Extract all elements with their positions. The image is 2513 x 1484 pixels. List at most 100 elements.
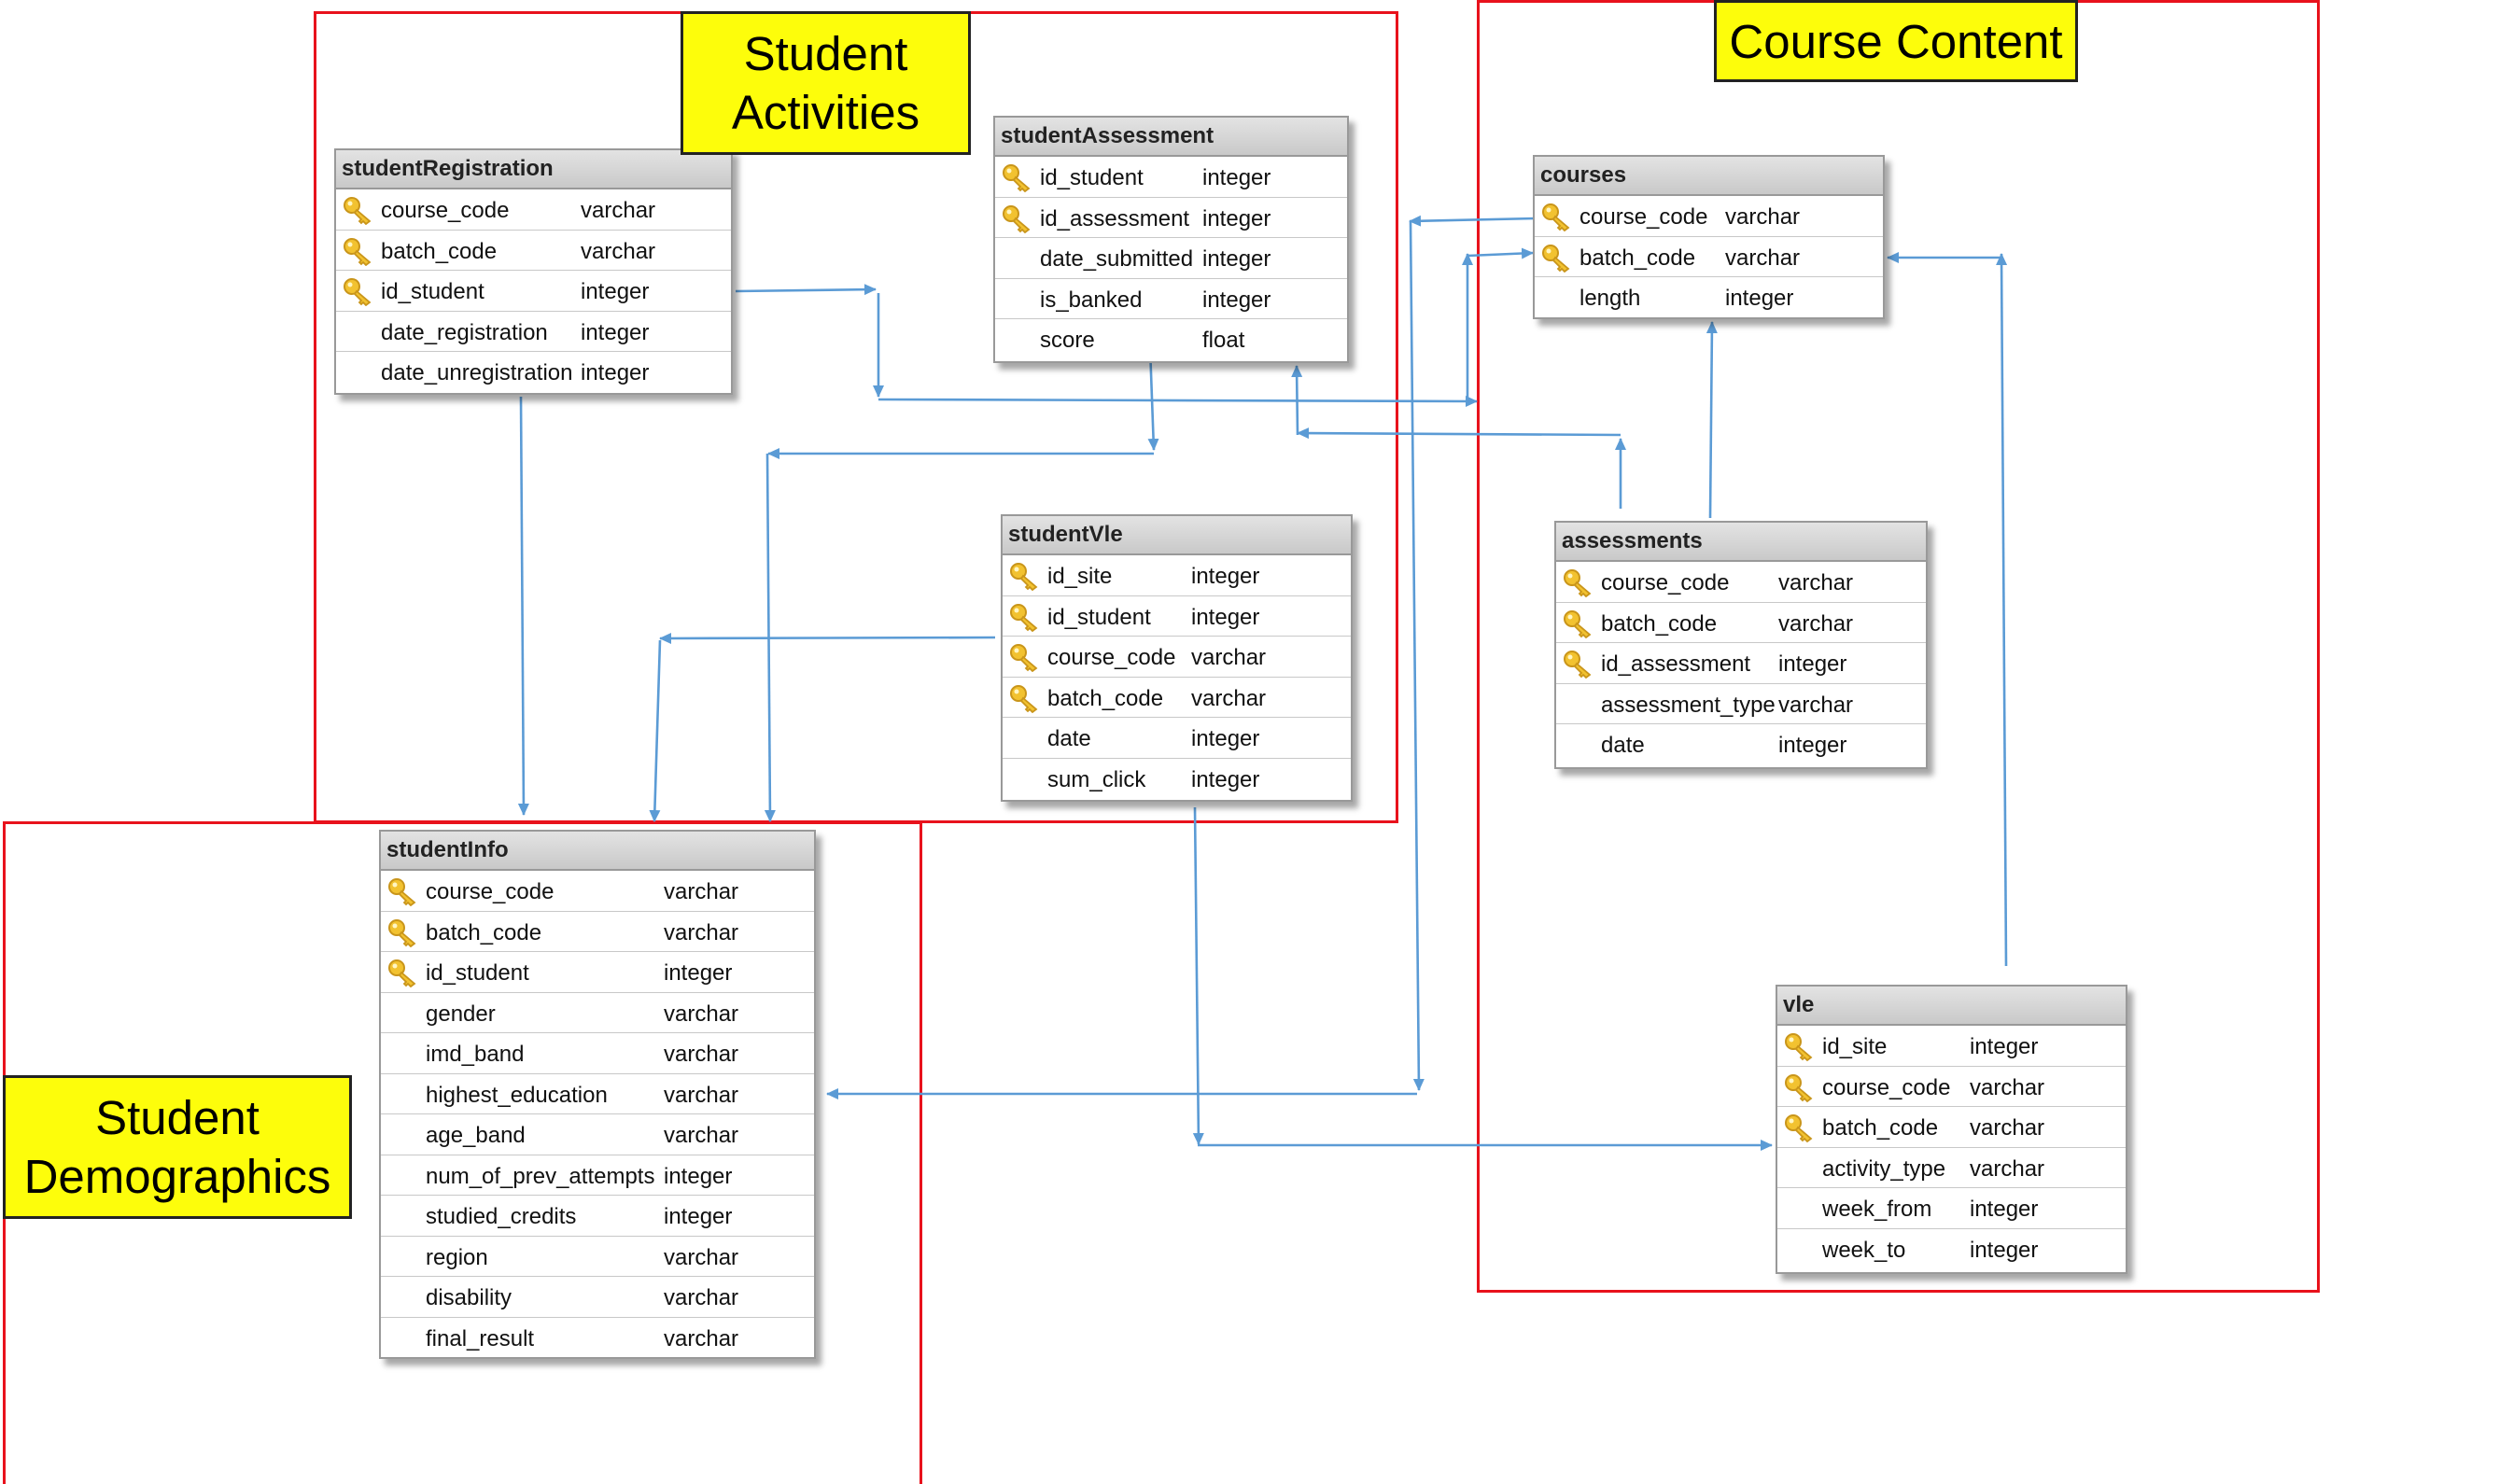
column-name: studied_credits bbox=[426, 1204, 577, 1229]
column-type: integer bbox=[1202, 205, 1271, 231]
column-type: integer bbox=[1202, 165, 1271, 190]
primary-key-icon bbox=[1008, 683, 1040, 713]
column-name: batch_code bbox=[426, 919, 542, 945]
primary-key-icon bbox=[1783, 1031, 1815, 1062]
column-type: integer bbox=[1191, 564, 1260, 589]
assessments-title: assessments bbox=[1556, 523, 1926, 562]
column-name: score bbox=[1040, 328, 1095, 353]
primary-key-icon bbox=[1562, 609, 1593, 638]
connector-registration-courses bbox=[877, 395, 1478, 407]
column-type: varchar bbox=[1970, 1155, 2045, 1182]
column-type: integer bbox=[581, 360, 650, 385]
primary-key-icon bbox=[1540, 202, 1572, 232]
studentInfo-row-studied_credits: studied_credits integer bbox=[381, 1196, 814, 1237]
column-type: integer bbox=[1191, 726, 1260, 751]
connector-into-courses bbox=[1467, 247, 1534, 259]
column-name: id_student bbox=[1040, 165, 1144, 190]
primary-key-icon bbox=[386, 917, 418, 947]
primary-key-icon bbox=[1562, 649, 1593, 679]
column-type: varchar bbox=[1778, 570, 1854, 595]
column-type: integer bbox=[1202, 287, 1271, 313]
connector-courses-left bbox=[1409, 215, 1537, 227]
vle-row-course_code: course_code varchar bbox=[1777, 1067, 2126, 1107]
column-type: integer bbox=[581, 279, 650, 304]
column-type: integer bbox=[581, 319, 650, 345]
column-type: integer bbox=[1970, 1034, 2039, 1059]
column-name: sum_click bbox=[1047, 766, 1146, 792]
column-type: varchar bbox=[664, 1244, 739, 1270]
primary-key-icon bbox=[386, 876, 418, 907]
connector-svle-down bbox=[1192, 806, 1204, 1145]
column-name: highest_education bbox=[426, 1082, 608, 1108]
studentInfo-row-batch_code: batch_code varchar bbox=[381, 912, 814, 952]
connector-vle-up bbox=[1996, 253, 2008, 967]
connector-assessment-down bbox=[1147, 346, 1159, 451]
primary-key-icon bbox=[1783, 1072, 1815, 1102]
connector-vle-info bbox=[649, 639, 662, 822]
column-type: varchar bbox=[581, 198, 656, 223]
primary-key-icon bbox=[1008, 561, 1040, 592]
column-type: varchar bbox=[1725, 204, 1801, 230]
column-name: gender bbox=[426, 1001, 496, 1027]
column-type: varchar bbox=[664, 1082, 739, 1108]
student-activities-label: Student Activities bbox=[681, 11, 971, 155]
column-name: course_code bbox=[1822, 1074, 1951, 1100]
column-type: varchar bbox=[664, 919, 739, 945]
column-name: week_from bbox=[1822, 1197, 1932, 1222]
column-type: integer bbox=[1970, 1197, 2039, 1222]
primary-key-icon bbox=[1783, 1113, 1815, 1143]
column-type: integer bbox=[1725, 286, 1794, 311]
column-type: varchar bbox=[1970, 1115, 2045, 1141]
column-name: course_code bbox=[381, 198, 510, 223]
studentRegistration-title: studentRegistration bbox=[336, 150, 731, 189]
column-type: varchar bbox=[1725, 245, 1801, 271]
vle-title: vle bbox=[1777, 987, 2126, 1026]
primary-key-icon bbox=[342, 276, 373, 307]
courses-title: courses bbox=[1535, 157, 1883, 196]
primary-key-icon bbox=[342, 195, 373, 226]
column-name: id_student bbox=[381, 279, 484, 304]
studentAssessment-title: studentAssessment bbox=[995, 118, 1347, 157]
column-type: varchar bbox=[664, 1325, 739, 1351]
studentRegistration-table: studentRegistration course_code varchar bat… bbox=[334, 148, 733, 395]
studentInfo-row-highest_education: highest_education varchar bbox=[381, 1074, 814, 1114]
column-type: varchar bbox=[1191, 645, 1267, 670]
primary-key-icon bbox=[1540, 243, 1572, 273]
column-type: varchar bbox=[1778, 692, 1854, 718]
column-type: varchar bbox=[1970, 1074, 2045, 1100]
studentVle-title: studentVle bbox=[1003, 516, 1351, 555]
column-name: date_unregistration bbox=[381, 360, 573, 385]
connector-registration-assessment bbox=[735, 284, 877, 296]
column-type: varchar bbox=[664, 1042, 739, 1067]
studentAssessment-row-id_student: id_student integer bbox=[995, 157, 1347, 198]
column-type: varchar bbox=[664, 1285, 739, 1310]
column-type: integer bbox=[1778, 733, 1847, 758]
studentVle-row-sum_click: sum_click integer bbox=[1003, 759, 1351, 800]
column-type: varchar bbox=[664, 1001, 739, 1027]
column-type: integer bbox=[1191, 766, 1260, 792]
column-name: id_assessment bbox=[1601, 651, 1751, 677]
column-type: integer bbox=[664, 1204, 733, 1229]
